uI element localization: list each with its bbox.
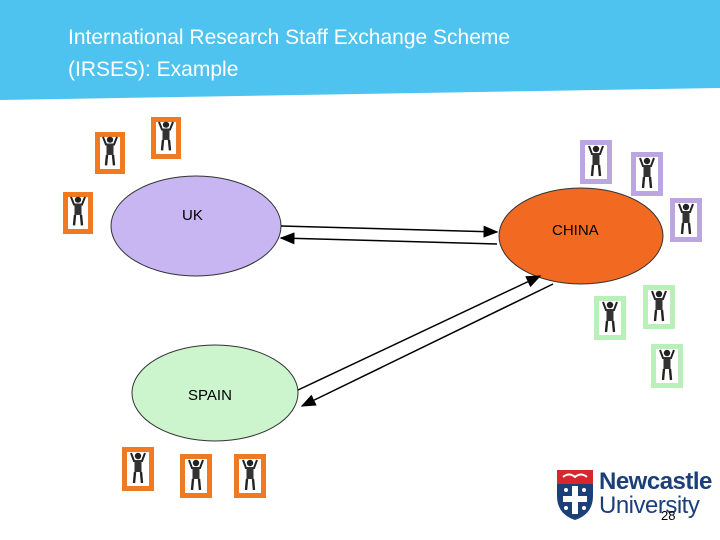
researcher-icon: [643, 285, 675, 329]
arrow-uk-to-china: [280, 225, 499, 238]
researcher-icon: [151, 117, 181, 159]
arrow-china-to-spain: [300, 283, 554, 407]
slide-title-line2: (IRSES): Example: [68, 58, 239, 81]
newcastle-university-logo: Newcastle University: [555, 466, 712, 526]
china-label: CHINA: [552, 222, 599, 239]
researcher-icon: [95, 132, 125, 174]
researcher-icon: [234, 454, 266, 498]
slide-title: International Research Staff Exchange Sc…: [68, 22, 688, 86]
slide-title-line1: International Research Staff Exchange Sc…: [68, 26, 511, 49]
arrow-china-to-uk: [279, 232, 498, 245]
page-number: 28: [661, 508, 676, 523]
arrow-spain-to-china: [297, 275, 542, 391]
logo-text-line1: Newcastle: [599, 468, 712, 495]
logo-text-line2: University: [599, 492, 700, 519]
spain-node: [131, 344, 299, 442]
uk-node: [110, 175, 282, 277]
china-node: [498, 187, 664, 285]
researcher-icon: [670, 198, 702, 242]
researcher-icon: [594, 296, 626, 340]
researcher-icon: [631, 152, 663, 196]
researcher-icon: [122, 447, 154, 491]
uk-label: UK: [182, 207, 203, 224]
spain-label: SPAIN: [188, 387, 232, 404]
researcher-icon: [63, 192, 93, 234]
crest-icon: [557, 470, 593, 520]
researcher-icon: [180, 454, 212, 498]
title-banner: [0, 0, 720, 100]
researcher-icon: [580, 140, 612, 184]
researcher-icon: [651, 344, 683, 388]
